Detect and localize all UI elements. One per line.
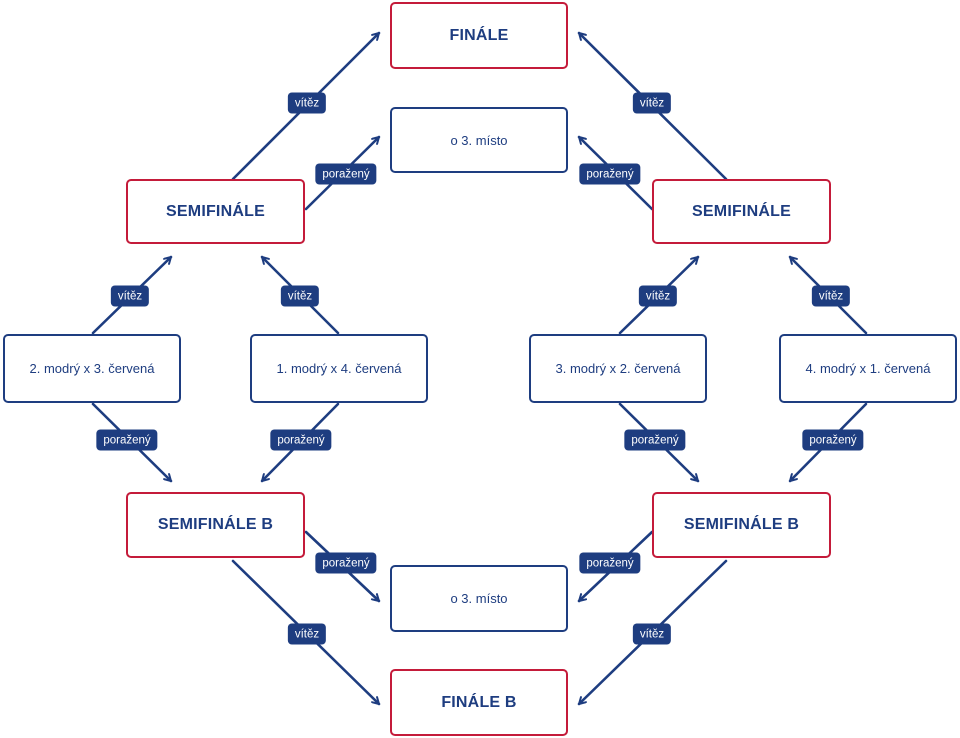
- finale-b-box: FINÁLE B: [390, 669, 568, 736]
- label-winner-semib-left-finale-b: vítěz: [287, 623, 327, 645]
- label-loser-qf3: poražený: [624, 429, 686, 451]
- label-loser-semib-right-third: poražený: [579, 552, 641, 574]
- label-winner-qf3: vítěz: [638, 285, 678, 307]
- label-loser-semi-left-third: poražený: [315, 163, 377, 185]
- label-winner-qf2: vítěz: [280, 285, 320, 307]
- semifinal-b-right-box: SEMIFINÁLE B: [652, 492, 831, 558]
- semifinal-right-box: SEMIFINÁLE: [652, 179, 831, 244]
- third-place-bottom-box: o 3. místo: [390, 565, 568, 632]
- semifinal-left-box: SEMIFINÁLE: [126, 179, 305, 244]
- label-winner-semi-left-finale: vítěz: [287, 92, 327, 114]
- label-loser-qf1: poražený: [96, 429, 158, 451]
- label-winner-qf4: vítěz: [811, 285, 851, 307]
- label-winner-semi-right-finale: vítěz: [632, 92, 672, 114]
- label-loser-qf4: poražený: [802, 429, 864, 451]
- label-winner-qf1: vítěz: [110, 285, 150, 307]
- quarterfinal-2-box: 1. modrý x 4. červená: [250, 334, 428, 403]
- label-loser-semi-right-third: poražený: [579, 163, 641, 185]
- third-place-top-box: o 3. místo: [390, 107, 568, 173]
- quarterfinal-1-box: 2. modrý x 3. červená: [3, 334, 181, 403]
- label-loser-qf2: poražený: [270, 429, 332, 451]
- finale-box: FINÁLE: [390, 2, 568, 69]
- quarterfinal-4-box: 4. modrý x 1. červená: [779, 334, 957, 403]
- semifinal-b-left-box: SEMIFINÁLE B: [126, 492, 305, 558]
- label-loser-semib-left-third: poražený: [315, 552, 377, 574]
- label-winner-semib-right-finale-b: vítěz: [632, 623, 672, 645]
- quarterfinal-3-box: 3. modrý x 2. červená: [529, 334, 707, 403]
